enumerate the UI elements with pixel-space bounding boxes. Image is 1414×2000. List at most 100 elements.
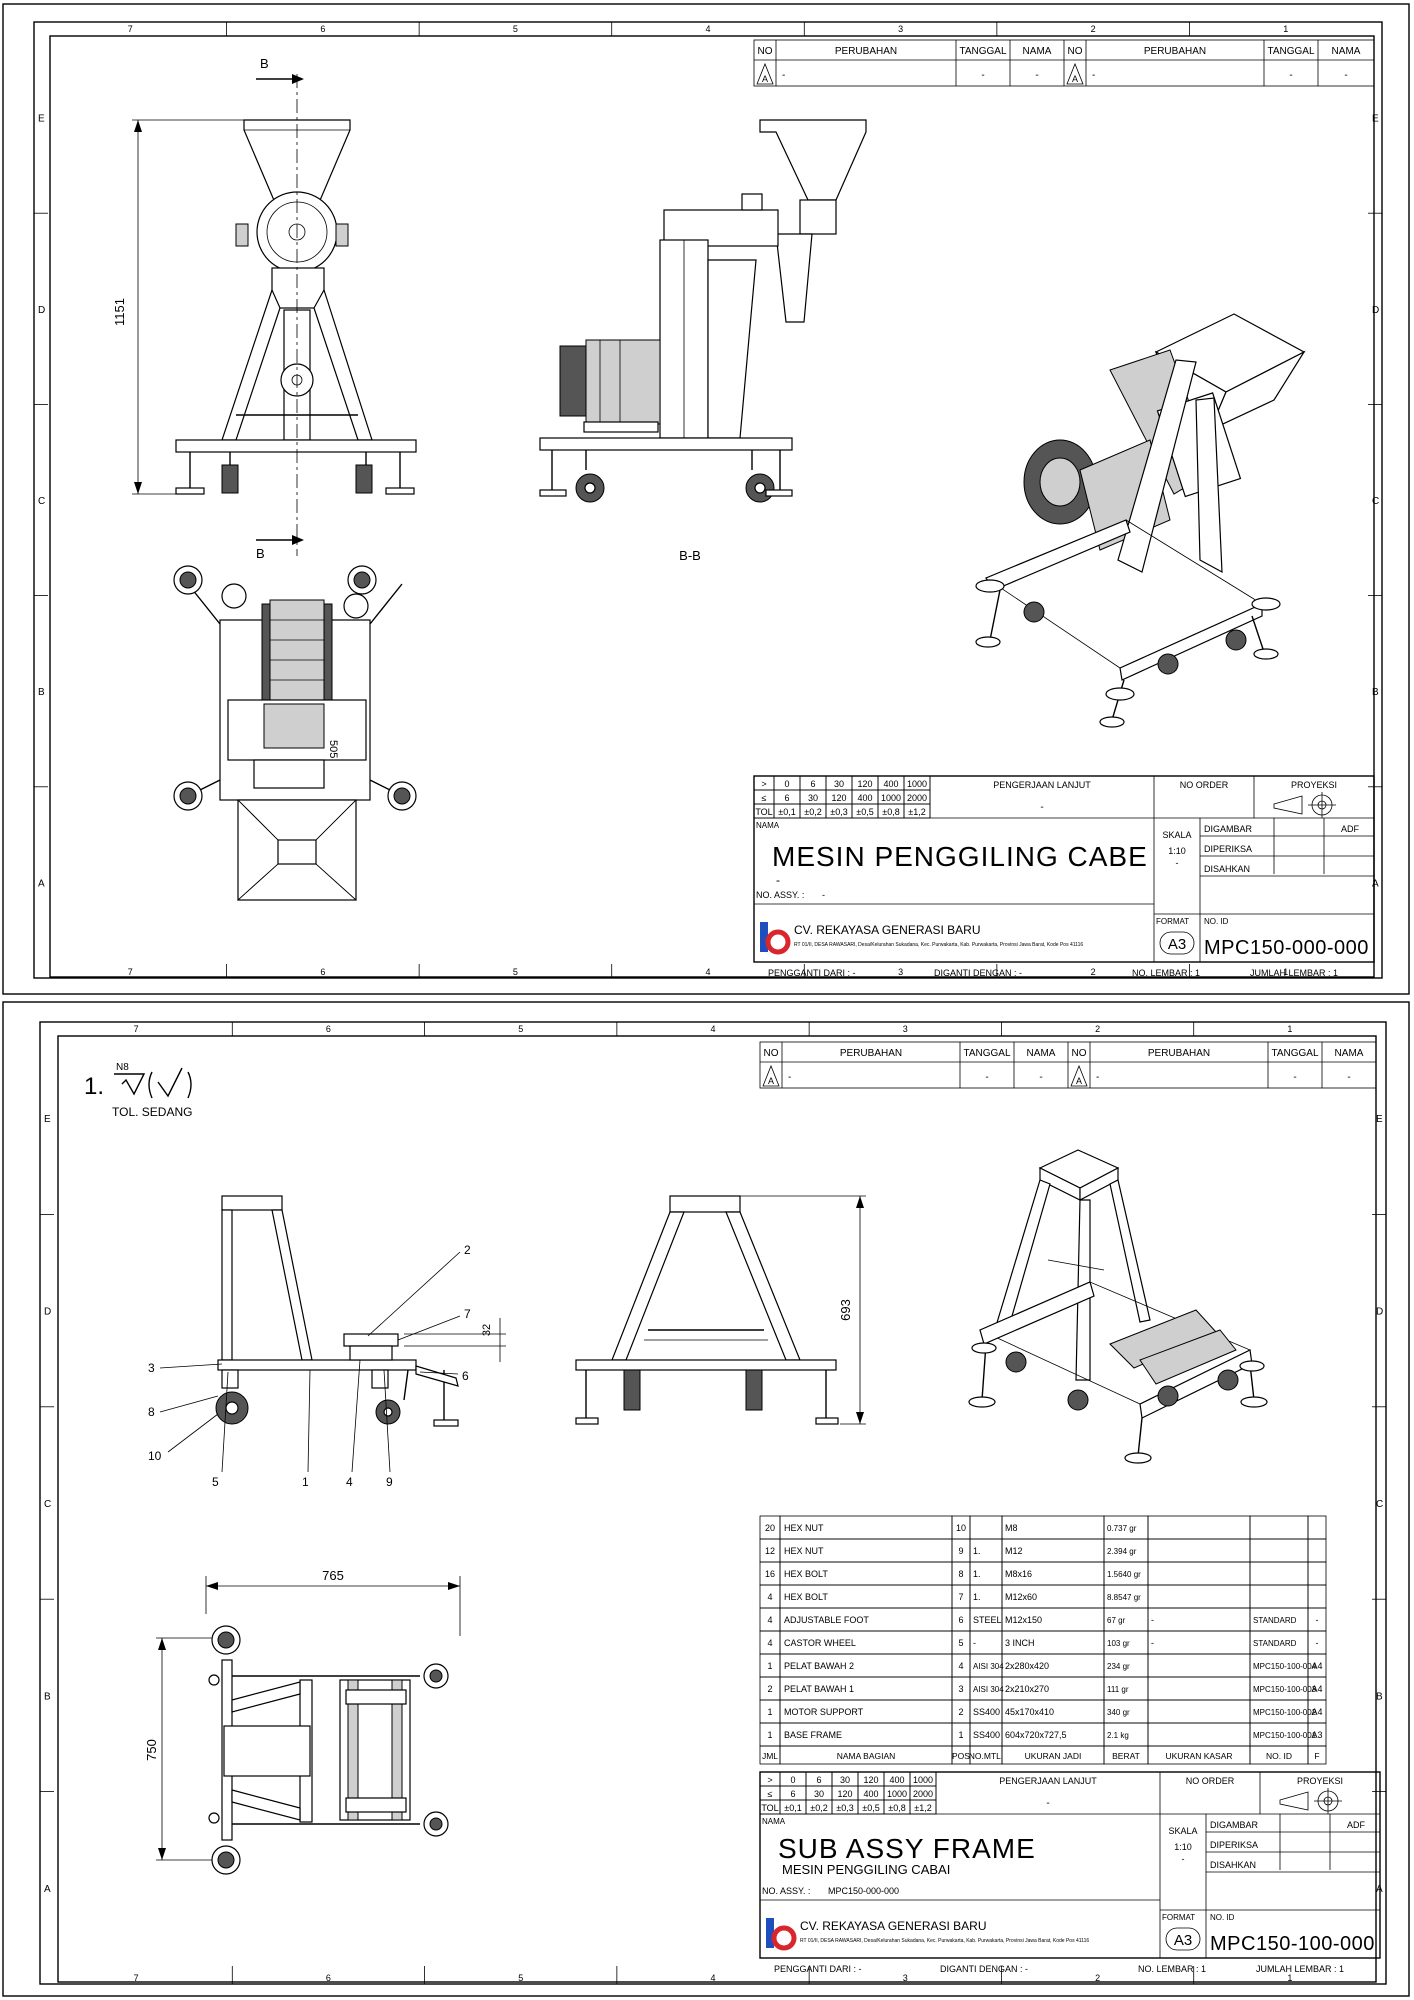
pengerjaan-label-2: PENGERJAAN LANJUT xyxy=(999,1776,1097,1786)
bom-header-ukuran_jadi: UKURAN JADI xyxy=(1025,1751,1082,1761)
rev2-change-header: PERUBAHAN xyxy=(840,1048,902,1059)
bom-cell-5-f: - xyxy=(1316,1638,1319,1648)
bom-cell-0-jml: 20 xyxy=(765,1523,775,1533)
zone-col-bottom-1-5: 2 xyxy=(1091,967,1096,977)
bom-cell-6-uk: 2x280x420 xyxy=(1005,1661,1049,1671)
bom-cell-2-uk: M8x16 xyxy=(1005,1569,1032,1579)
zone-col-top-2-5: 2 xyxy=(1095,1024,1100,1034)
no-id-label-2: NO. ID xyxy=(1210,1913,1235,1922)
zone-row-right-1-2: C xyxy=(1372,496,1379,507)
bom-cell-7-pos: 3 xyxy=(958,1684,963,1694)
bom-cell-5-noid: STANDARD xyxy=(1253,1639,1297,1648)
rev-name-header: NAMA xyxy=(1023,46,1052,57)
rev-name-value: - xyxy=(1035,70,1038,81)
bom-cell-0-berat: 0.737 gr xyxy=(1107,1524,1137,1533)
balloon-6: 6 xyxy=(462,1369,469,1383)
tol-cell-1-0-6: 1000 xyxy=(907,779,927,789)
revision-table: NO PERUBAHAN TANGGAL NAMA NO PERUBAHAN T… xyxy=(753,39,1375,87)
tol-cell-1-2-3: ±0,3 xyxy=(830,807,847,817)
rev2-date-value-2: - xyxy=(1293,1072,1296,1083)
pengganti-1: PENGGANTI DARI : - xyxy=(768,968,856,978)
bom-cell-5-nama: CASTOR WHEEL xyxy=(784,1638,856,1648)
drawing-subtitle-2: MESIN PENGGILING CABAI xyxy=(782,1862,950,1877)
tol-cell-2-1-2: 30 xyxy=(814,1789,824,1799)
drawing-subtitle-1: - xyxy=(776,873,780,887)
bom-cell-4-berat: 67 gr xyxy=(1107,1616,1126,1625)
balloon-2: 2 xyxy=(464,1243,471,1257)
bom-cell-8-pos: 2 xyxy=(958,1707,963,1717)
bom-cell-7-noid: MPC150-100-003 xyxy=(1253,1685,1317,1694)
tol-cell-2-2-3: ±0,3 xyxy=(836,1803,853,1813)
zone-col-bottom-1-6: 1 xyxy=(1283,967,1288,977)
bom-cell-3-jml: 4 xyxy=(767,1592,772,1602)
tol-cell-2-2-6: ±1,2 xyxy=(914,1803,931,1813)
skala-value-2: 1:10 xyxy=(1174,1842,1192,1852)
top-view-assembly: 505 xyxy=(173,565,417,901)
no-assy-label-2: NO. ASSY. : xyxy=(762,1886,810,1896)
top-view-frame: 765 750 xyxy=(144,1568,461,1875)
zone-row-right-2-3: B xyxy=(1376,1691,1383,1702)
bom-cell-6-berat: 234 gr xyxy=(1107,1662,1130,1671)
tol-cell-1-1-1: 6 xyxy=(784,793,789,803)
rev2-date-value: - xyxy=(985,1072,988,1083)
bom-cell-4-f: - xyxy=(1316,1615,1319,1625)
bom-cell-5-uk: 3 INCH xyxy=(1005,1638,1035,1648)
bom-cell-0-uk: M8 xyxy=(1005,1523,1018,1533)
balloon-9: 9 xyxy=(386,1475,393,1489)
tol-cell-1-2-4: ±0,5 xyxy=(856,807,873,817)
company-logo-icon xyxy=(766,1918,797,1951)
zone-col-top-2-6: 1 xyxy=(1287,1024,1292,1034)
skala-value-1: 1:10 xyxy=(1168,846,1186,856)
tol-cell-1-0-4: 120 xyxy=(857,779,872,789)
balloon-1: 1 xyxy=(302,1475,309,1489)
tol-cell-1-2-2: ±0,2 xyxy=(804,807,821,817)
zone-col-bottom-2-2: 5 xyxy=(518,1973,523,1983)
zone-row-left-2-2: C xyxy=(44,1499,51,1510)
bom-cell-9-nama: BASE FRAME xyxy=(784,1730,842,1740)
no-assy-value-1: - xyxy=(822,890,825,900)
rev-date-value-2: - xyxy=(1289,70,1292,81)
zone-col-top-2-0: 7 xyxy=(134,1024,139,1034)
pengerjaan-label-1: PENGERJAAN LANJUT xyxy=(993,780,1091,790)
rev-no-header: NO xyxy=(758,46,773,57)
tol-cell-1-2-5: ±0,8 xyxy=(882,807,899,817)
section-view-bb: B-B xyxy=(539,119,867,563)
zone-col-top-1-3: 4 xyxy=(705,24,710,34)
rev-change-value-2: - xyxy=(1092,70,1095,81)
bom-cell-2-berat: 1.5640 gr xyxy=(1107,1570,1141,1579)
isometric-view-frame xyxy=(968,1149,1268,1464)
bom-cell-5-kasar: - xyxy=(1151,1638,1154,1648)
rev-change-header-2: PERUBAHAN xyxy=(1144,46,1206,57)
zone-col-top-1-2: 5 xyxy=(513,24,518,34)
zone-col-top-2-2: 5 xyxy=(518,1024,523,1034)
jumlah-lembar-1: JUMLAH LEMBAR : 1 xyxy=(1250,968,1338,978)
bom-cell-9-f: A3 xyxy=(1311,1730,1322,1740)
balloon-10: 10 xyxy=(148,1449,162,1463)
format-label-1: FORMAT xyxy=(1156,917,1189,926)
bom-cell-1-mtl: 1. xyxy=(973,1546,981,1556)
bom-cell-7-nama: PELAT BAWAH 1 xyxy=(784,1684,854,1694)
tol-cell-2-2-4: ±0,5 xyxy=(862,1803,879,1813)
proyeksi-label-2: PROYEKSI xyxy=(1297,1776,1343,1786)
sig-diperiksa-1: DIPERIKSA xyxy=(1204,844,1252,854)
rev-date-value: - xyxy=(981,70,984,81)
bom-cell-1-uk: M12 xyxy=(1005,1546,1023,1556)
bom-cell-3-uk: M12x60 xyxy=(1005,1592,1037,1602)
tol-cell-2-0-4: 120 xyxy=(863,1775,878,1785)
isometric-view-assembly xyxy=(975,313,1306,728)
tol-cell-2-2-1: ±0,1 xyxy=(784,1803,801,1813)
tol-cell-2-0-1: 0 xyxy=(790,1775,795,1785)
tol-cell-2-1-3: 120 xyxy=(837,1789,852,1799)
section-mark-top: B xyxy=(260,56,269,71)
tol-cell-1-1-0: ≤ xyxy=(762,793,767,803)
tol-cell-2-0-0: > xyxy=(767,1775,772,1785)
adf-label-1: ADF xyxy=(1341,824,1360,834)
company-address-2: RT 01/II, DESA RAWASARI, Desa/Kelurahan … xyxy=(800,1938,1089,1944)
rev-mark-2: A xyxy=(1072,74,1078,84)
adf-label-2: ADF xyxy=(1347,1820,1366,1830)
bom-cell-5-berat: 103 gr xyxy=(1107,1639,1130,1648)
bom-cell-1-berat: 2.394 gr xyxy=(1107,1547,1137,1556)
pengganti-2: PENGGANTI DARI : - xyxy=(774,1964,862,1974)
